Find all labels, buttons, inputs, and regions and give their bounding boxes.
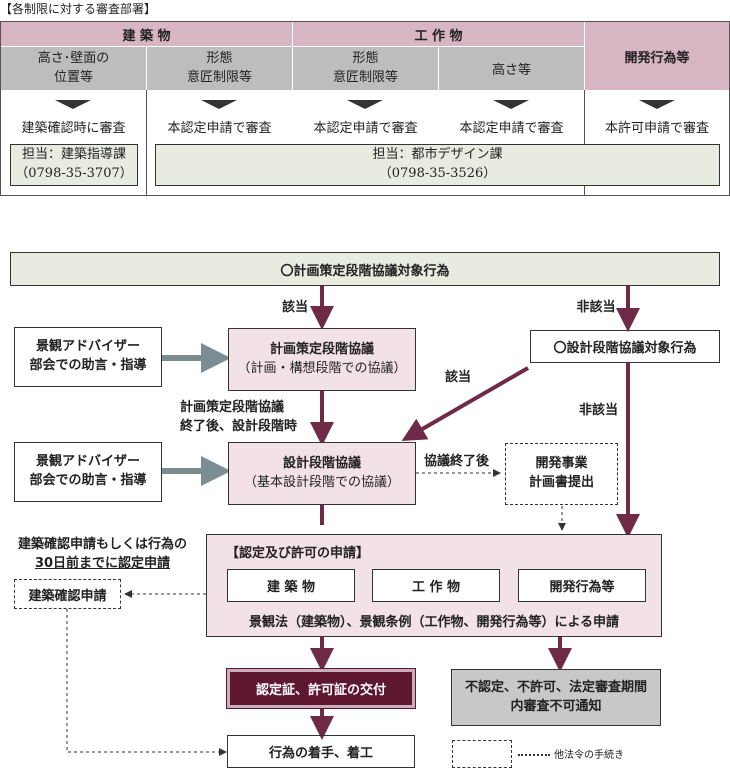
kaihatsu-plan-box: 開発事業 計画書提出 <box>505 443 618 505</box>
kakunin-shinsei-box: 建築確認申請 <box>14 579 121 609</box>
review-5: 本許可申請で審査 <box>604 120 709 136</box>
shinsei-option-kaihatsu: 開発行為等 <box>518 569 646 602</box>
subheader-takasa: 高さ等 <box>439 47 584 90</box>
table-caption: 【各制限に対する審査部署】 <box>0 2 157 16</box>
kakunin-note-line1: 建築確認申請もしくは行為の <box>18 537 188 552</box>
label-kyougi-end: 協議終了後 <box>424 454 490 469</box>
label-higaitou-2: 非該当 <box>579 403 619 418</box>
kakunin-note-line2: 30日前までに認定申請 <box>34 555 171 571</box>
sekkei-target-box: 〇設計段階協議対象行為 <box>530 330 720 363</box>
contact-toshi-design-line1: 担当：都市デザイン課 <box>372 147 503 163</box>
label-gaitou-1: 該当 <box>281 299 308 315</box>
advisor-box-2-line1: 景観アドバイザー <box>35 454 140 470</box>
review-1: 建築確認時に審査 <box>21 120 126 136</box>
subheader-keitai-2-line1: 形態 <box>352 50 379 66</box>
contact-kenchiku-shidou-line1: 担当：建築指導課 <box>21 147 126 163</box>
contact-toshi-design: 担当：都市デザイン課 （0798-35-3526） <box>155 144 720 186</box>
fukanou-line2: 内審査不可通知 <box>510 698 602 714</box>
legend-dashed-box <box>452 740 512 768</box>
subheader-takasa-kabemen: 高さ･壁面の 位置等 <box>1 47 146 90</box>
sekkei-kyougi-box: 設計段階協議 （基本設計段階での協議） <box>228 442 416 505</box>
label-gaitou-2: 該当 <box>445 370 472 385</box>
chakushu-box: 行為の着手、着工 <box>227 735 415 768</box>
keikaku-kyougi-box: 計画策定段階協議 （計画・構想段階での協議） <box>228 328 416 391</box>
contact-kenchiku-shidou: 担当：建築指導課 （0798-35-3707） <box>10 144 138 186</box>
shinsei-footer: 景観法（建築物）、景観条例（工作物、開発行為等）による申請 <box>248 614 620 630</box>
arrow-down-icon <box>639 100 675 109</box>
review-2: 本認定申請で審査 <box>167 120 272 136</box>
label-after-keikaku-line1: 計画策定段階協議 <box>180 400 285 415</box>
legend-dotted-line <box>518 754 550 756</box>
legend-label: 他法令の手続き <box>554 750 624 761</box>
arrow-down-icon <box>201 100 237 109</box>
advisor-box-1-line2: 部会での助言・指導 <box>29 358 147 373</box>
fukanou-box: 不認定、不許可、法定審査期間 内審査不可通知 <box>451 669 661 726</box>
sekkei-kyougi-title: 設計段階協議 <box>282 455 361 471</box>
shinsei-option-kousakubutsu: 工 作 物 <box>372 569 500 602</box>
kaihatsu-plan-line2: 計画書提出 <box>528 475 594 490</box>
keikaku-target-box: 〇計画策定段階協議対象行為 <box>10 252 720 286</box>
subheader-keitai-1-line1: 形態 <box>206 50 233 66</box>
keikaku-kyougi-title: 計画策定段階協議 <box>269 341 374 357</box>
label-higaitou-1: 非該当 <box>576 299 616 315</box>
subheader-keitai-1-line2: 意匠制限等 <box>186 69 252 85</box>
contact-toshi-design-line2: （0798-35-3526） <box>378 166 497 181</box>
subheader-takasa-kabemen-line2: 位置等 <box>53 69 93 85</box>
advisor-box-1-line1: 景観アドバイザー <box>35 339 140 355</box>
shinsei-option-kenchikubutsu: 建 築 物 <box>227 569 355 602</box>
review-3: 本認定申請で審査 <box>313 120 418 136</box>
header-kenchikubutsu: 建 築 物 <box>1 22 292 46</box>
advisor-box-1: 景観アドバイザー 部会での助言・指導 <box>14 327 162 387</box>
keikaku-kyougi-sub: （計画・構想段階での協議） <box>237 360 407 376</box>
header-kaihatsu: 開発行為等 <box>585 22 729 90</box>
advisor-box-2: 景観アドバイザー 部会での助言・指導 <box>14 442 162 502</box>
review-4: 本認定申請で審査 <box>459 120 564 136</box>
label-after-keikaku-line2: 終了後、設計段階時 <box>180 418 298 434</box>
subheader-takasa-kabemen-line1: 高さ･壁面の <box>37 50 110 66</box>
arrow-down-icon <box>493 100 529 109</box>
koufu-box: 認定証、許可証の交付 <box>226 668 416 709</box>
subheader-keitai-1: 形態 意匠制限等 <box>147 47 292 90</box>
header-kousakubutsu: 工 作 物 <box>293 22 584 46</box>
kakunin-note: 建築確認申請もしくは行為の 30日前までに認定申請 <box>18 536 187 574</box>
table-divider <box>584 90 585 196</box>
arrow-down-icon <box>347 100 383 109</box>
fukanou-line1: 不認定、不許可、法定審査期間 <box>464 679 647 695</box>
sekkei-kyougi-sub: （基本設計段階での協議） <box>243 474 400 490</box>
table-divider <box>146 90 147 196</box>
subheader-keitai-2-line2: 意匠制限等 <box>332 69 398 85</box>
contact-kenchiku-shidou-line2: （0798-35-3707） <box>15 166 133 181</box>
label-after-keikaku: 計画策定段階協議 終了後、設計段階時 <box>180 399 297 437</box>
shinsei-title: 【認定及び許可の申請】 <box>226 546 370 561</box>
advisor-box-2-line2: 部会での助言・指導 <box>29 473 147 488</box>
subheader-keitai-2: 形態 意匠制限等 <box>293 47 438 90</box>
arrow-down-icon <box>55 100 91 109</box>
kaihatsu-plan-line1: 開発事業 <box>535 456 588 472</box>
